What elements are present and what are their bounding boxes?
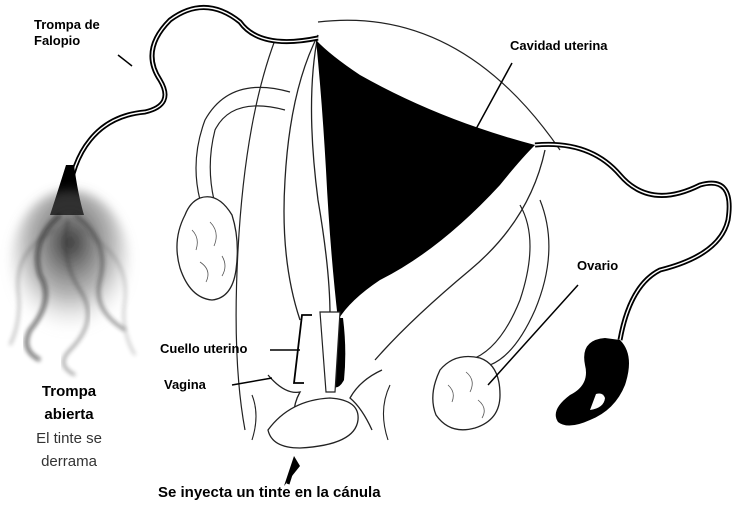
speculum-tip [268, 398, 358, 448]
caption: Se inyecta un tinte en la cánula [158, 484, 381, 501]
tube-end-right-blocked [556, 338, 629, 426]
left-ovary [177, 197, 237, 300]
label-vagina: Vagina [164, 377, 206, 393]
open-tube-note: Trompa abierta El tinte se derrama [16, 380, 122, 473]
label-fallopian-tube: Trompa de Falopio [34, 17, 100, 50]
note-title-2: abierta [16, 403, 122, 426]
note-text-2: derrama [16, 450, 122, 473]
note-text-1: El tinte se [16, 427, 122, 450]
dye-spill [10, 190, 135, 375]
note-title-1: Trompa [16, 380, 122, 403]
fallopian-tube-right [535, 144, 729, 340]
vagina-wall-left [252, 395, 256, 440]
right-ovary [433, 357, 500, 430]
cervix-bracket [294, 315, 312, 383]
label-cervix: Cuello uterino [160, 341, 247, 357]
label-ovary: Ovario [577, 258, 618, 274]
body-outline-left [236, 40, 275, 430]
label-uterine-cavity: Cavidad uterina [510, 38, 608, 54]
fallopian-tube-left [68, 7, 318, 200]
leader-cavity [470, 63, 512, 140]
vagina-wall-right [383, 385, 390, 440]
leader-fallopian [118, 55, 132, 66]
